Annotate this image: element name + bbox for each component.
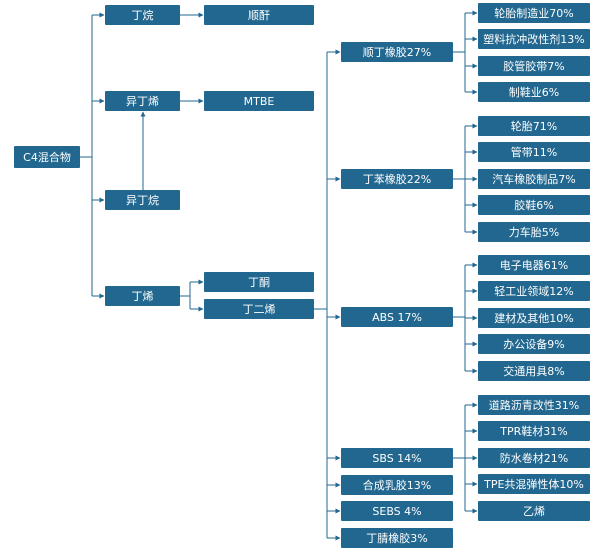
sbs-use-item: 乙烯 (478, 501, 590, 521)
butane-node: 丁烷 (105, 5, 180, 25)
sbr-use-item: 胶鞋6% (478, 195, 590, 215)
sbr-use-item: 汽车橡胶制品7% (478, 169, 590, 189)
butene-node: 丁烯 (105, 286, 180, 306)
sbs-node: SBS 14% (341, 448, 453, 468)
sbr-use-item: 管带11% (478, 142, 590, 162)
butadiene-node: 丁二烯 (204, 299, 314, 319)
sbr-use-item: 轮胎71% (478, 116, 590, 136)
sbs-use-item: TPE共混弹性体10% (478, 474, 590, 494)
abs-use-item: 建材及其他10% (478, 308, 590, 328)
br-use-item: 轮胎制造业70% (478, 3, 590, 23)
br-rubber-node: 顺丁橡胶27% (341, 42, 453, 62)
butanone-node: 丁酮 (204, 272, 314, 292)
sbr-use-item: 力车胎5% (478, 222, 590, 242)
isobutylene-node: 异丁烯 (105, 91, 180, 111)
abs-use-item: 电子电器61% (478, 255, 590, 275)
abs-use-item: 办公设备9% (478, 334, 590, 354)
isobutane-node: 异丁烷 (105, 190, 180, 210)
br-use-item: 塑料抗冲改性剂13% (478, 29, 590, 49)
mtbe-node: MTBE (204, 91, 314, 111)
abs-use-item: 轻工业领域12% (478, 281, 590, 301)
nbr-rubber-node: 丁腈橡胶3% (341, 528, 453, 548)
sbs-use-item: TPR鞋材31% (478, 421, 590, 441)
maleic-anhydride-node: 顺酐 (204, 5, 314, 25)
c4-mixture-node: C4混合物 (14, 146, 80, 168)
synthetic-latex-node: 合成乳胶13% (341, 475, 453, 495)
sbr-rubber-node: 丁苯橡胶22% (341, 169, 453, 189)
abs-use-item: 交通用具8% (478, 361, 590, 381)
sbs-use-item: 防水卷材21% (478, 448, 590, 468)
sebs-node: SEBS 4% (341, 501, 453, 521)
br-use-item: 制鞋业6% (478, 82, 590, 102)
br-use-item: 胶管胶带7% (478, 56, 590, 76)
abs-node: ABS 17% (341, 307, 453, 327)
sbs-use-item: 道路沥青改性31% (478, 395, 590, 415)
